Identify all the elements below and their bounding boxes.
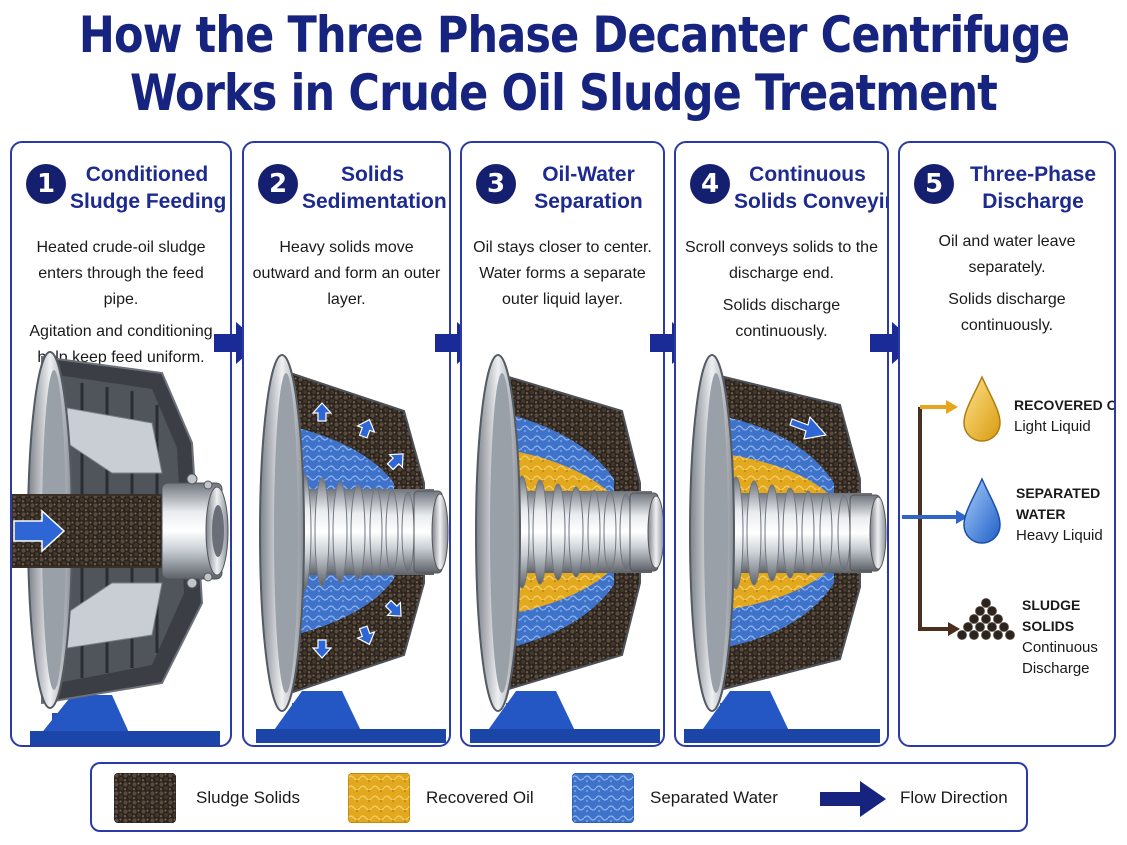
step-1-panel: 1 Conditioned Sludge Feeding Heated crud… (10, 141, 232, 747)
step-4-header: 4 Continuous Solids Conveying (676, 161, 887, 221)
step-4-title: Continuous Solids Conveying (734, 161, 887, 215)
step-3-paragraph-1: Oil stays closer to center. Water forms … (473, 239, 652, 308)
title-line-1: How the Three Phase Decanter Centrifuge (78, 6, 1070, 64)
step-2-number-badge: 2 (258, 164, 298, 204)
step-2-description: Heavy solids move outward and form an ou… (252, 235, 441, 319)
step-3-number-badge: 3 (476, 164, 516, 204)
oil-water-separation-illustration (470, 354, 663, 743)
sludge-solids-sub-1: Continuous (1022, 639, 1098, 656)
step-5-header: 5 Three-Phase Discharge (900, 161, 1114, 221)
separated-water-name-1: SEPARATED (1016, 485, 1101, 501)
step-3-header: 3 Oil-Water Separation (462, 161, 663, 221)
step-1-header: 1 Conditioned Sludge Feeding (12, 161, 230, 221)
page-title: How the Three Phase Decanter Centrifuge … (78, 6, 1070, 122)
title-line-2: Works in Crude Oil Sludge Treatment (129, 64, 998, 122)
legend: Sludge Solids Recovered Oil Separated Wa… (90, 762, 1028, 832)
step-3-title-line-1: Oil-Water (542, 163, 635, 186)
recovered-oil-label: RECOVERED OIL Light Liquid (1014, 395, 1114, 437)
step-3-description: Oil stays closer to center. Water forms … (470, 235, 655, 319)
feed-decanter-illustration (12, 351, 229, 745)
step-5-description: Oil and water leave separately. Solids d… (908, 229, 1106, 345)
sludge-solids-label: SLUDGE SOLIDS Continuous Discharge (1022, 595, 1098, 679)
step-5-paragraph-1: Oil and water leave separately. (938, 233, 1076, 276)
step-3-title-line-2: Separation (534, 190, 643, 213)
legend-flow-label: Flow Direction (900, 788, 1008, 807)
step-4-number-badge: 4 (690, 164, 730, 204)
sludge-solids-name-1: SLUDGE (1022, 597, 1081, 613)
step-1-title: Conditioned Sludge Feeding (70, 161, 227, 215)
step-1-paragraph-1: Heated crude-oil sludge enters through t… (36, 239, 206, 308)
separated-water-sub: Heavy Liquid (1016, 527, 1103, 544)
step-5-number-badge: 5 (914, 164, 954, 204)
sedimentation-decanter-illustration (256, 354, 449, 743)
recovered-oil-sub: Light Liquid (1014, 418, 1091, 435)
step-5-panel: 5 Three-Phase Discharge Oil and water le… (898, 141, 1116, 747)
step-4-panel: 4 Continuous Solids Conveying Scroll con… (674, 141, 889, 747)
step-5-title-line-1: Three-Phase (969, 163, 1097, 186)
separated-water-label: SEPARATED WATER Heavy Liquid (1016, 483, 1103, 546)
water-swatch (572, 773, 634, 823)
legend-oil-label: Recovered Oil (426, 788, 534, 807)
legend-water-label: Separated Water (650, 788, 778, 807)
sludge-solids-sub-2: Discharge (1022, 660, 1090, 677)
step-2-title-line-1: Solids (340, 163, 404, 186)
oil-swatch (348, 773, 410, 823)
discharge-flow-lines (902, 375, 1015, 640)
step-2-title-line-2: Sedimentation (302, 190, 447, 213)
step-4-title-line-1: Continuous (749, 163, 866, 186)
recovered-oil-name: RECOVERED OIL (1014, 397, 1114, 413)
step-5-title-line-2: Discharge (982, 190, 1084, 213)
step-5-title: Three-Phase Discharge (958, 161, 1108, 215)
step-4-description: Scroll conveys solids to the discharge e… (684, 235, 879, 351)
legend-sludge-label: Sludge Solids (196, 788, 300, 807)
oil-drop-icon (963, 375, 1001, 442)
sludge-solids-name-2: SOLIDS (1022, 618, 1075, 634)
step-2-panel: 2 Solids Sedimentation Heavy solids move… (242, 141, 451, 747)
solids-conveying-illustration (684, 354, 887, 743)
step-4-title-line-2: Solids Conveying (734, 190, 887, 213)
step-3-panel: 3 Oil-Water Separation Oil stays closer … (460, 141, 665, 747)
step-4-paragraph-2: Solids discharge continuously. (722, 297, 841, 340)
step-5-paragraph-2: Solids discharge continuously. (948, 291, 1066, 334)
step-2-header: 2 Solids Sedimentation (244, 161, 449, 221)
step-3-title: Oil-Water Separation (520, 161, 657, 215)
step-1-description: Heated crude-oil sludge enters through t… (20, 235, 222, 377)
step-2-paragraph-1: Heavy solids move outward and form an ou… (252, 239, 441, 308)
step-2-title: Solids Sedimentation (302, 161, 447, 215)
sludge-swatch (114, 773, 176, 823)
separated-water-name-2: WATER (1016, 506, 1066, 522)
solids-pile-icon (957, 598, 1015, 640)
step-1-title-line-1: Conditioned (85, 163, 209, 186)
step-4-paragraph-1: Scroll conveys solids to the discharge e… (685, 239, 878, 282)
water-drop-icon (963, 477, 1001, 544)
flow-arrow-icon (820, 781, 886, 817)
step-1-number-badge: 1 (26, 164, 66, 204)
step-1-title-line-2: Sludge Feeding (70, 190, 227, 213)
